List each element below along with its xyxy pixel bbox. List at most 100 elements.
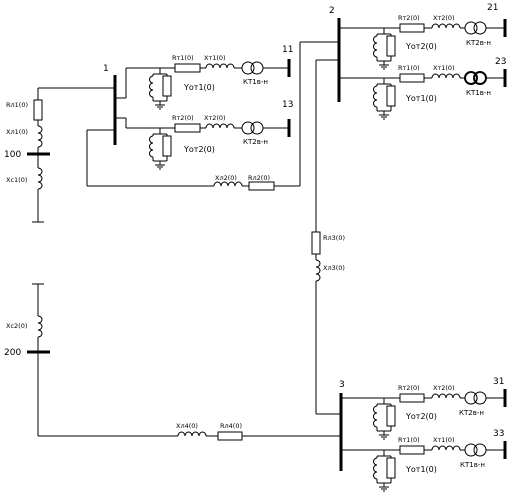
inductor-b2-xt1 (431, 73, 461, 79)
label-rl2: Rл2(0) (248, 174, 270, 182)
label-b3-rt2: Rт2(0) (398, 384, 420, 392)
node-label-100: 100 (4, 150, 21, 160)
label-b3-yot1: Yот1(0) (405, 465, 437, 474)
label-xt2: Xт2(0) (204, 114, 226, 122)
resistor-rl1 (33, 99, 43, 121)
label-b2-xt2: Xт2(0) (433, 14, 455, 22)
transformer-kt1-coil-a (241, 61, 255, 75)
resistor-rt2 (174, 123, 201, 133)
source-200-branch: Xс2(0) 200 Xл4(0) Rл4(0) (4, 283, 341, 441)
label-b3-xt2: Xт2(0) (433, 384, 455, 392)
label-b2-xt1: Xт1(0) (433, 64, 455, 72)
transformer-b3-kt2-coil-b (473, 391, 487, 405)
shunt-coil-b2-1 (373, 85, 378, 108)
resistor-rl4 (217, 431, 243, 441)
admittance-b2-yot2 (386, 35, 396, 57)
bus-1-transformer-2: 13 Rт2(0) Xт2(0) КТ2в-н Yот2(0) (115, 100, 293, 170)
node-label-31: 31 (493, 377, 504, 387)
inductor-b2-xt2 (431, 23, 461, 29)
admittance-b3-yot2 (386, 405, 396, 427)
node-label-3: 3 (339, 380, 345, 390)
shunt-coil-b3-1 (373, 457, 378, 480)
inductor-xt2 (205, 123, 235, 129)
label-xc1: Xс1(0) (6, 176, 27, 184)
inductor-xl3 (315, 259, 321, 282)
label-b3-kt1: КТ1в-н (460, 461, 485, 469)
shunt-coil-1 (149, 75, 154, 98)
inductor-xt1 (205, 63, 235, 69)
label-xc2: Xс2(0) (6, 322, 27, 330)
label-yot2: Yот2(0) (183, 145, 215, 154)
inductor-xl2 (213, 181, 243, 187)
label-b2-rt1: Rт1(0) (398, 64, 420, 72)
inductor-b3-xt2 (431, 393, 461, 399)
label-b2-yot1: Yот1(0) (405, 94, 437, 103)
bus-2-transformer-1: 23 Rт1(0) Xт1(0) КТ1в-н Yот1(0) (373, 57, 507, 120)
bus-1-transformer-1: 11 Rт1(0) Xт1(0) КТ1в-н Yот1(0) (115, 45, 293, 110)
admittance-yot1 (162, 75, 172, 97)
bus-2-transformer-2: 21 Rт2(0) Xт2(0) КТ2в-н Yот2(0) (373, 3, 507, 70)
bus-3-transformer-1: 33 Rт1(0) Xт1(0) КТ1в-н Yот1(0) (373, 429, 507, 492)
label-kt2: КТ2в-н (243, 138, 268, 146)
inductor-xl4 (177, 431, 207, 437)
inductor-b3-xt1 (431, 445, 461, 451)
admittance-yot2 (162, 135, 172, 157)
label-b2-kt2: КТ2в-н (466, 39, 491, 47)
node-label-2: 2 (329, 6, 335, 16)
label-b3-xt1: Xт1(0) (433, 436, 455, 444)
transformer-b3-kt1-coil-a (464, 443, 478, 457)
node-label-200: 200 (4, 348, 21, 358)
label-xl4: Xл4(0) (176, 422, 198, 430)
label-rt1: Rт1(0) (172, 54, 194, 62)
label-xt1: Xт1(0) (204, 54, 226, 62)
node-label-13: 13 (282, 100, 293, 110)
resistor-b3-rt2 (399, 393, 425, 403)
label-b3-rt1: Rт1(0) (398, 436, 420, 444)
source-100-branch: Rл1(0) Xл1(0) 100 Xс1(0) (4, 87, 115, 223)
label-b2-rt2: Rт2(0) (398, 14, 420, 22)
bus-3-transformer-2: 31 Rт2(0) Xт2(0) КТ2в-н Yот2(0) (373, 377, 507, 440)
bus-3-group: 3 (339, 380, 400, 471)
label-yot1: Yот1(0) (183, 83, 215, 92)
shunt-coil-b2-2 (373, 35, 378, 58)
shunt-coil-b3-2 (373, 405, 378, 428)
bus-2-group: 2 (315, 6, 400, 232)
transformer-kt1-coil-b (250, 61, 264, 75)
node-label-11: 11 (282, 45, 293, 55)
node-label-23: 23 (495, 57, 506, 67)
label-rt2: Rт2(0) (172, 114, 194, 122)
label-b3-yot2: Yот2(0) (405, 412, 437, 421)
resistor-rt1 (174, 63, 201, 73)
line-3: Rл3(0) Xл3(0) (311, 231, 345, 415)
transformer-kt2-coil-a (241, 121, 255, 135)
label-b2-kt1: КТ1в-н (466, 89, 491, 97)
transformer-b2-kt1-coil-b (473, 71, 487, 85)
inductor-xc2 (37, 315, 43, 338)
transformer-b3-kt2-coil-a (464, 391, 478, 405)
resistor-b3-rt1 (399, 445, 425, 455)
resistor-b2-rt1 (399, 73, 425, 83)
inductor-xl1 (37, 125, 43, 148)
node-label-1: 1 (103, 64, 109, 74)
resistor-rl3 (311, 231, 321, 255)
label-b2-yot2: Yот2(0) (405, 42, 437, 51)
label-rl1: Rл1(0) (6, 101, 28, 109)
resistor-rl2 (248, 181, 275, 191)
transformer-kt2-coil-b (250, 121, 264, 135)
label-rl3: Rл3(0) (323, 234, 345, 242)
shunt-coil-2 (149, 135, 154, 158)
resistor-b2-rt2 (399, 23, 425, 33)
node-label-21: 21 (487, 3, 498, 13)
admittance-b2-yot1 (386, 85, 396, 107)
label-xl1: Xл1(0) (6, 128, 28, 136)
transformer-b2-kt2-coil-a (464, 21, 478, 35)
node-label-33: 33 (493, 429, 504, 439)
line-2: Xл2(0) Rл2(0) (213, 41, 339, 191)
admittance-b3-yot1 (386, 457, 396, 479)
inductor-xc1 (37, 167, 43, 190)
bus-1-group: 1 (86, 64, 214, 187)
label-kt1: КТ1в-н (243, 78, 268, 86)
label-b3-kt2: КТ2в-н (459, 409, 484, 417)
label-xl3: Xл3(0) (323, 264, 345, 272)
